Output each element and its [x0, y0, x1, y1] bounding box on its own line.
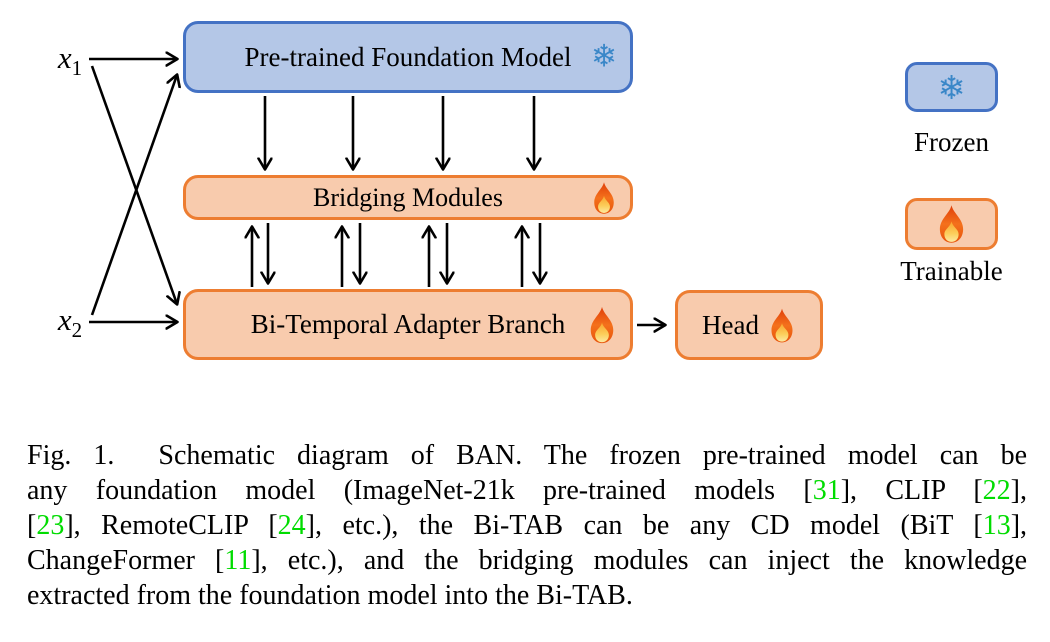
arrow-x1-to-bitab	[90, 65, 177, 304]
legend-trainable-label: Trainable	[900, 256, 1003, 286]
legend-trainable-chip	[905, 198, 998, 250]
caption-line: any foundation model (ImageNet-21k pre-t…	[27, 475, 1027, 506]
caption-line: [23], RemoteCLIP [24], etc.), the Bi-TAB…	[27, 510, 1028, 541]
legend-frozen-chip: ❄	[905, 62, 998, 112]
bitab-box-label: Bi-Temporal Adapter Branch	[250, 309, 566, 339]
input-x2-label: x2	[57, 302, 83, 343]
figure-caption: Fig. 1. Schematic diagram of BAN. The fr…	[27, 438, 1027, 613]
pretrained-foundation-model-box: Pre-trained Foundation Model ❄	[183, 21, 633, 93]
caption-line: ChangeFormer [11], etc.), and the bridgi…	[27, 545, 1027, 576]
bi-temporal-adapter-branch-box: Bi-Temporal Adapter Branch	[183, 289, 633, 360]
snowflake-icon: ❄	[591, 38, 617, 75]
flame-icon	[587, 305, 617, 344]
snowflake-icon: ❄	[937, 67, 966, 107]
arrow-x2-to-foundation	[90, 75, 177, 316]
head-box-label: Head	[702, 309, 759, 340]
bridging-box-label: Bridging Modules	[313, 182, 503, 212]
legend-frozen-label: Frozen	[914, 127, 989, 157]
caption-line: Fig. 1. Schematic diagram of BAN. The fr…	[27, 440, 1027, 471]
flame-icon	[768, 307, 796, 344]
flame-icon	[591, 181, 617, 215]
input-x1-label: x1	[57, 40, 83, 81]
caption-line: extracted from the foundation model into…	[27, 580, 633, 611]
foundation-box-label: Pre-trained Foundation Model	[244, 41, 572, 72]
head-box: Head	[675, 290, 823, 360]
flame-icon	[936, 204, 967, 244]
bridging-modules-box: Bridging Modules	[183, 175, 633, 220]
